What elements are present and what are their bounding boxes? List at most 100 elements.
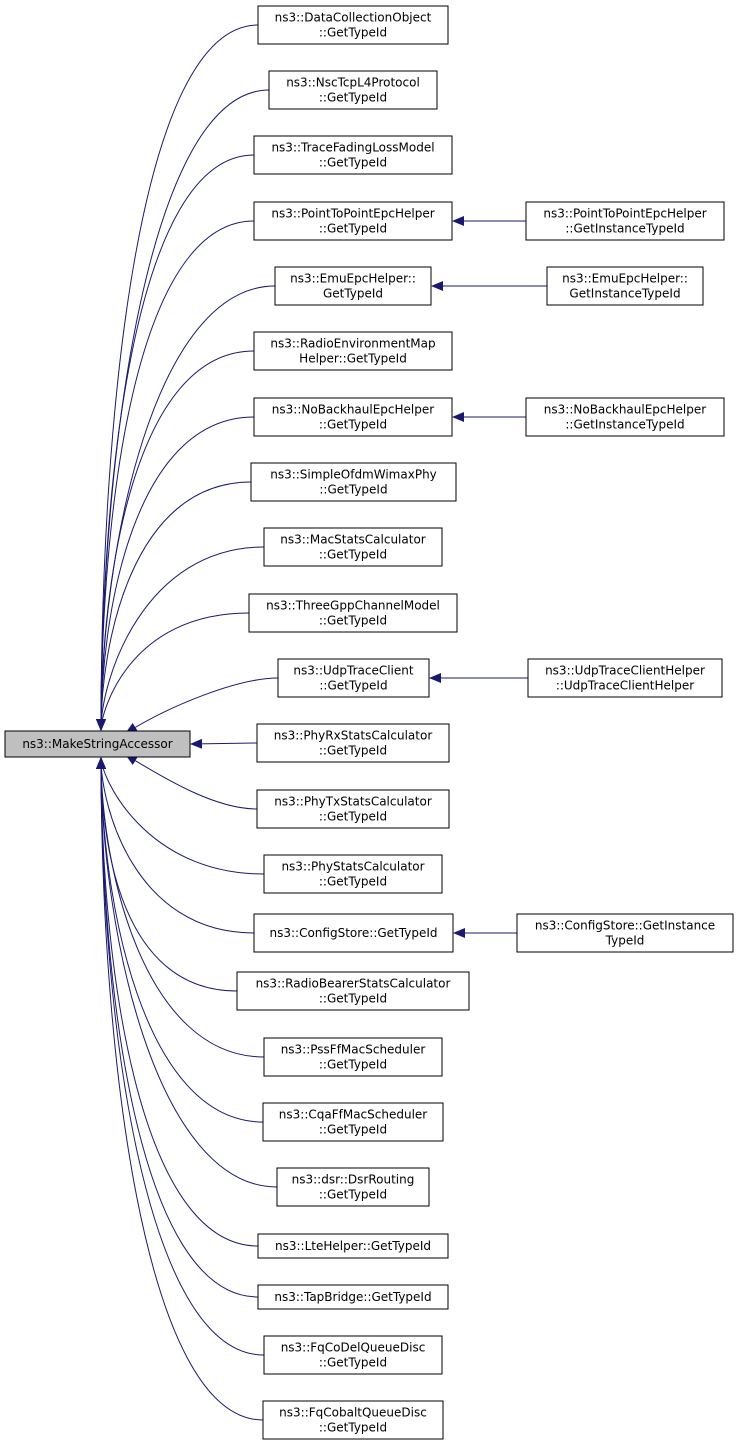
- second-level-node-label: ns3::UdpTraceClientHelper: [545, 664, 705, 678]
- second-level-node-label: GetInstanceTypeId: [569, 287, 680, 301]
- second-level-node[interactable]: ns3::NoBackhaulEpcHelper::GetInstanceTyp…: [525, 397, 725, 437]
- caller-node-label: Helper::GetTypeId: [299, 352, 407, 366]
- caller-node-label: ns3::TraceFadingLossModel: [271, 141, 434, 155]
- caller-node-box: [262, 1400, 444, 1440]
- caller-node-label: ::GetTypeId: [319, 1123, 387, 1137]
- second-level-node-box: [546, 266, 704, 306]
- caller-node-label: ns3::EmuEpcHelper::: [290, 272, 416, 286]
- edge-n9-to-root: [96, 546, 265, 731]
- edge-n6-to-root: [96, 350, 255, 731]
- root-node[interactable]: ns3::MakeStringAccessor: [4, 730, 191, 758]
- caller-node[interactable]: ns3::PointToPointEpcHelper::GetTypeId: [253, 201, 453, 241]
- caller-node-box: [253, 135, 453, 175]
- caller-node[interactable]: ns3::ConfigStore::GetTypeId: [253, 913, 454, 953]
- caller-node[interactable]: ns3::PhyTxStatsCalculator::GetTypeId: [256, 789, 450, 829]
- caller-node-label: ns3::PointToPointEpcHelper: [271, 207, 434, 221]
- caller-node[interactable]: ns3::dsr::DsrRouting::GetTypeId: [276, 1167, 430, 1207]
- caller-node-label: ns3::RadioEnvironmentMap: [270, 337, 435, 351]
- caller-node-label: ::GetTypeId: [319, 875, 387, 889]
- caller-node-box: [250, 462, 457, 502]
- caller-node[interactable]: ns3::FqCoDelQueueDisc::GetTypeId: [263, 1335, 443, 1375]
- second-level-node-label: ns3::EmuEpcHelper::: [562, 272, 688, 286]
- second-level-node-box: [527, 658, 723, 698]
- caller-node[interactable]: ns3::TapBridge::GetTypeId: [257, 1284, 449, 1310]
- caller-node-label: ::GetTypeId: [319, 91, 387, 105]
- edge-n19-to-root: [96, 757, 278, 1188]
- caller-node[interactable]: ns3::NoBackhaulEpcHelper::GetTypeId: [253, 397, 453, 437]
- caller-node-box: [274, 266, 432, 306]
- caller-node-label: ns3::ThreeGppChannelModel: [266, 599, 440, 613]
- caller-node[interactable]: ns3::CqaFfMacScheduler::GetTypeId: [262, 1102, 444, 1142]
- caller-node-label: ns3::DataCollectionObject: [275, 11, 432, 25]
- caller-node[interactable]: ns3::EmuEpcHelper::GetTypeId: [274, 266, 432, 306]
- caller-node-label: ns3::FqCoDelQueueDisc: [281, 1341, 426, 1355]
- second-level-node-label: ::GetInstanceTypeId: [565, 418, 684, 432]
- caller-node-label: ::GetTypeId: [319, 1058, 387, 1072]
- edge-n8-to-root: [96, 481, 252, 731]
- caller-node-label: ns3::FqCobaltQueueDisc: [279, 1406, 427, 1420]
- caller-node[interactable]: ns3::PhyStatsCalculator::GetTypeId: [263, 854, 443, 894]
- caller-node-box: [253, 331, 453, 371]
- caller-node-label: ::GetTypeId: [319, 1188, 387, 1202]
- second-level-node-label: ::GetInstanceTypeId: [565, 222, 684, 236]
- second-level-node[interactable]: ns3::EmuEpcHelper::GetInstanceTypeId: [546, 266, 704, 306]
- caller-node-label: ::GetTypeId: [319, 483, 387, 497]
- edge-n4-to-root: [96, 220, 255, 731]
- second-level-node-label: ns3::NoBackhaulEpcHelper: [544, 403, 706, 417]
- caller-node-label: ns3::PhyRxStatsCalculator: [274, 729, 433, 743]
- edge-n1-to-root: [96, 24, 259, 731]
- caller-node-box: [263, 1037, 443, 1077]
- edge-n13-to-root: [125, 754, 258, 810]
- caller-node[interactable]: ns3::PhyRxStatsCalculator::GetTypeId: [256, 723, 450, 763]
- caller-node[interactable]: ns3::FqCobaltQueueDisc::GetTypeId: [262, 1400, 444, 1440]
- caller-node[interactable]: ns3::RadioEnvironmentMapHelper::GetTypeI…: [253, 331, 453, 371]
- edge-n3-to-root: [96, 154, 255, 731]
- caller-node-label: ns3::NscTcpL4Protocol: [286, 76, 420, 90]
- caller-node-box: [257, 1233, 449, 1259]
- caller-node-label: ::GetTypeId: [319, 992, 387, 1006]
- caller-node-label: ::GetTypeId: [319, 156, 387, 170]
- caller-node-label: ns3::ConfigStore::GetTypeId: [270, 926, 438, 940]
- caller-node-box: [253, 913, 454, 953]
- caller-node[interactable]: ns3::DataCollectionObject::GetTypeId: [257, 5, 449, 45]
- caller-node-box: [277, 658, 430, 698]
- caller-node[interactable]: ns3::SimpleOfdmWimaxPhy::GetTypeId: [250, 462, 457, 502]
- caller-node[interactable]: ns3::LteHelper::GetTypeId: [257, 1233, 449, 1259]
- root-node-label: ns3::MakeStringAccessor: [22, 737, 172, 751]
- caller-node-label: ::GetTypeId: [319, 1356, 387, 1370]
- caller-node-label: ns3::SimpleOfdmWimaxPhy: [270, 468, 437, 482]
- caller-node[interactable]: ns3::TraceFadingLossModel::GetTypeId: [253, 135, 453, 175]
- caller-node[interactable]: ns3::UdpTraceClient::GetTypeId: [277, 658, 430, 698]
- caller-node[interactable]: ns3::RadioBearerStatsCalculator::GetType…: [236, 971, 470, 1011]
- second-level-node[interactable]: ns3::PointToPointEpcHelper::GetInstanceT…: [525, 201, 725, 241]
- caller-node-label: ns3::PhyStatsCalculator: [281, 860, 424, 874]
- caller-node-label: ns3::MacStatsCalculator: [280, 533, 426, 547]
- caller-node-box: [257, 5, 449, 45]
- caller-node-label: ::GetTypeId: [319, 418, 387, 432]
- edge-n12-to-root: [190, 738, 258, 749]
- second-level-node-box: [516, 913, 734, 953]
- caller-node-box: [276, 1167, 430, 1207]
- caller-node-label: GetTypeId: [323, 287, 383, 301]
- edge-n22-to-root: [96, 757, 265, 1356]
- caller-node-box: [253, 397, 453, 437]
- caller-node[interactable]: ns3::MacStatsCalculator::GetTypeId: [263, 527, 443, 567]
- second-level-node-box: [525, 397, 725, 437]
- edges-layer: [96, 24, 547, 1421]
- caller-node-label: ns3::LteHelper::GetTypeId: [275, 1239, 431, 1253]
- caller-node[interactable]: ns3::ThreeGppChannelModel::GetTypeId: [248, 593, 458, 633]
- caller-node-box: [253, 201, 453, 241]
- second-level-node-label: ns3::PointToPointEpcHelper: [543, 207, 706, 221]
- edge-n11-to-root: [125, 677, 279, 734]
- edge-n2-to-root: [96, 89, 270, 731]
- second-level-node[interactable]: ns3::ConfigStore::GetInstanceTypeId: [516, 913, 734, 953]
- edge-n17-to-root: [96, 757, 265, 1058]
- caller-node[interactable]: ns3::NscTcpL4Protocol::GetTypeId: [268, 70, 438, 110]
- second-level-node[interactable]: ns3::UdpTraceClientHelper::UdpTraceClien…: [527, 658, 723, 698]
- caller-node-box: [268, 70, 438, 110]
- edge-n15-to-root: [96, 757, 255, 934]
- caller-node-label: ::GetTypeId: [319, 744, 387, 758]
- caller-node-box: [256, 723, 450, 763]
- caller-node[interactable]: ns3::PssFfMacScheduler::GetTypeId: [263, 1037, 443, 1077]
